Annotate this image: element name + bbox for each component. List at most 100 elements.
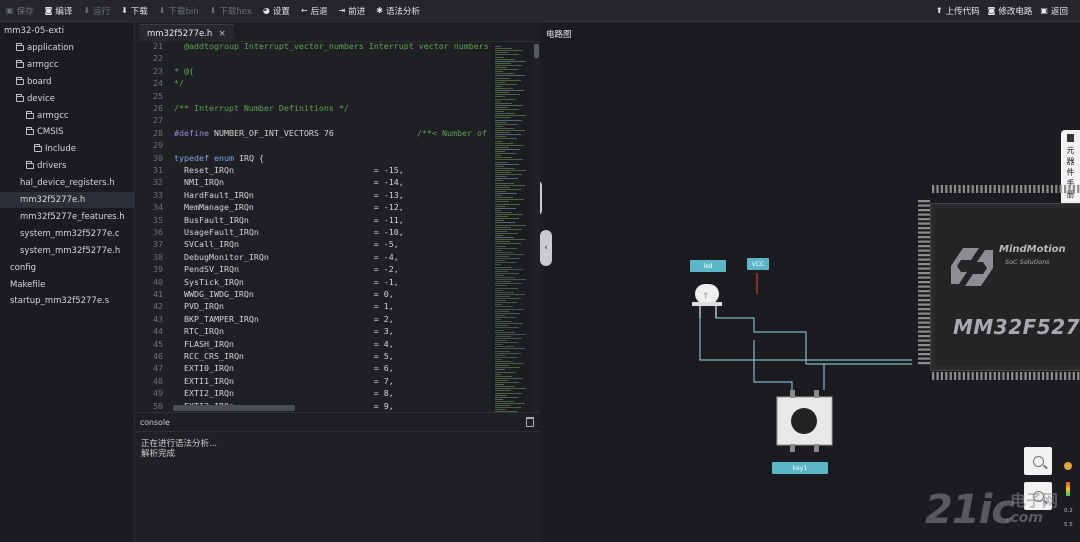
- minimap-line: [495, 327, 519, 329]
- code-line: UsageFault_IRQn = -10,: [174, 227, 404, 237]
- toolbar-button-return[interactable]: ▣返回: [1040, 5, 1068, 18]
- tree-item[interactable]: armgcc: [0, 108, 135, 124]
- toolbar-button-run[interactable]: ⬇运行: [83, 5, 110, 17]
- chip-pin: [918, 231, 930, 234]
- tree-item[interactable]: mm32f5277e_features.h: [0, 209, 135, 225]
- key-button-component: [776, 390, 833, 452]
- minimap-line: [495, 100, 501, 102]
- minimap-line: [495, 81, 506, 83]
- minimap-line: [495, 186, 510, 188]
- key1-label[interactable]: key1: [772, 462, 828, 474]
- vcc-label[interactable]: VCC: [747, 258, 769, 270]
- lightbulb-icon: [1064, 462, 1072, 470]
- save-icon: ▣: [6, 5, 14, 15]
- chip-pin: [918, 353, 930, 356]
- folder-icon: [16, 76, 24, 85]
- tree-item[interactable]: config: [0, 260, 135, 276]
- chevron-left-icon: ‹: [544, 243, 548, 253]
- chip-pin: [1068, 185, 1071, 193]
- led-label[interactable]: led: [690, 260, 726, 272]
- chip-pin: [918, 321, 930, 324]
- minimap-line: [495, 270, 508, 272]
- tree-item[interactable]: application: [0, 40, 135, 56]
- chip-pin: [1059, 372, 1062, 380]
- minimap-line: [495, 224, 526, 226]
- toolbar-button-compile[interactable]: ◙编译: [45, 5, 73, 17]
- minimap-line: [495, 144, 524, 146]
- tree-item[interactable]: drivers: [0, 158, 135, 174]
- line-number: 24: [153, 78, 163, 89]
- line-number: 34: [153, 202, 163, 213]
- toolbar-button-download-hex[interactable]: ⬇下载hex: [210, 5, 252, 17]
- tree-item[interactable]: system_mm32f5277e.c: [0, 226, 135, 242]
- toolbar-button-save[interactable]: ▣保存: [6, 5, 34, 17]
- minimap-line: [495, 92, 509, 94]
- line-number: 29: [153, 140, 163, 151]
- tree-item[interactable]: board: [0, 74, 135, 90]
- tree-item[interactable]: Makefile: [0, 277, 135, 293]
- minimap-line: [495, 331, 515, 333]
- toolbar-button-label: 前进: [348, 6, 366, 17]
- zoom-out-button[interactable]: [1024, 447, 1052, 475]
- tree-item[interactable]: mm32f5277e.h: [0, 192, 135, 208]
- vertical-scrollbar-thumb[interactable]: [534, 44, 539, 58]
- toolbar-button-forward-arrow[interactable]: ⇥前进: [339, 5, 366, 17]
- tree-item[interactable]: device: [0, 91, 135, 107]
- toolbar-button-settings[interactable]: ◕设置: [263, 5, 290, 17]
- chip-pin: [1046, 185, 1049, 193]
- tree-item[interactable]: mm32-05-exti: [0, 23, 135, 39]
- svg-text:↑: ↑: [702, 292, 710, 302]
- settings-icon: ◕: [262, 5, 270, 15]
- minimap-line: [495, 316, 516, 318]
- tree-item[interactable]: Include: [0, 141, 135, 157]
- minimap-line: [495, 161, 508, 163]
- tab-mm32f5277e-h[interactable]: mm32f5277e.h ×: [139, 24, 234, 42]
- trash-icon[interactable]: [526, 417, 534, 427]
- tree-item[interactable]: startup_mm32f5277e.s: [0, 293, 135, 309]
- zoom-in-button[interactable]: [1024, 482, 1052, 510]
- return-icon: ▣: [1040, 6, 1048, 15]
- collapse-right-handle[interactable]: ›: [540, 180, 542, 216]
- toolbar-button-download[interactable]: ⬇下载: [121, 5, 148, 17]
- manual-tab-char: 元: [1066, 146, 1075, 155]
- chip-pin: [918, 312, 930, 315]
- toolbar-button-edit-circuit[interactable]: ◙修改电路: [988, 5, 1033, 18]
- minimap-line: [495, 277, 515, 278]
- minimap-line: [495, 113, 515, 115]
- circuit-panel[interactable]: › ‹ 元 器 件 手 册 ↑: [540, 22, 1080, 542]
- chip-brand: MindMotion: [999, 244, 1066, 255]
- chip-pin: [918, 290, 930, 293]
- chip-pin: [918, 236, 930, 239]
- chip-pin: [918, 285, 930, 288]
- chip-pin: [918, 227, 930, 230]
- toolbar-button-back-arrow[interactable]: ←后退: [301, 5, 328, 17]
- tree-item[interactable]: CMSIS: [0, 124, 135, 140]
- minimap-line: [495, 260, 505, 262]
- collapse-left-handle[interactable]: ‹: [540, 230, 552, 266]
- toolbar-button-upload[interactable]: ⬆上传代码: [936, 5, 980, 18]
- toolbar-button-syntax-gear[interactable]: ✱语法分析: [376, 5, 420, 17]
- chip-pin: [945, 372, 948, 380]
- tree-item[interactable]: armgcc: [0, 57, 135, 73]
- run-icon: ⬇: [83, 5, 91, 15]
- minimap-line: [495, 386, 515, 388]
- minimap-line: [495, 302, 517, 304]
- code-minimap[interactable]: [491, 42, 533, 412]
- chip-pin: [1033, 185, 1036, 193]
- horizontal-scrollbar[interactable]: [173, 405, 295, 411]
- wire-led-left: [699, 312, 912, 361]
- tree-item[interactable]: hal_device_registers.h: [0, 175, 135, 191]
- toolbar-button-download-bin[interactable]: ⬇下载bin: [159, 5, 199, 17]
- close-icon[interactable]: ×: [218, 28, 226, 39]
- tree-item[interactable]: system_mm32f5277e.h: [0, 243, 135, 259]
- minimap-line: [495, 226, 511, 228]
- chip-pin: [1006, 185, 1009, 193]
- wire-led-right: [715, 312, 912, 365]
- vertical-scrollbar[interactable]: [533, 42, 540, 412]
- minimap-line: [495, 195, 502, 197]
- chip-pin: [932, 185, 935, 193]
